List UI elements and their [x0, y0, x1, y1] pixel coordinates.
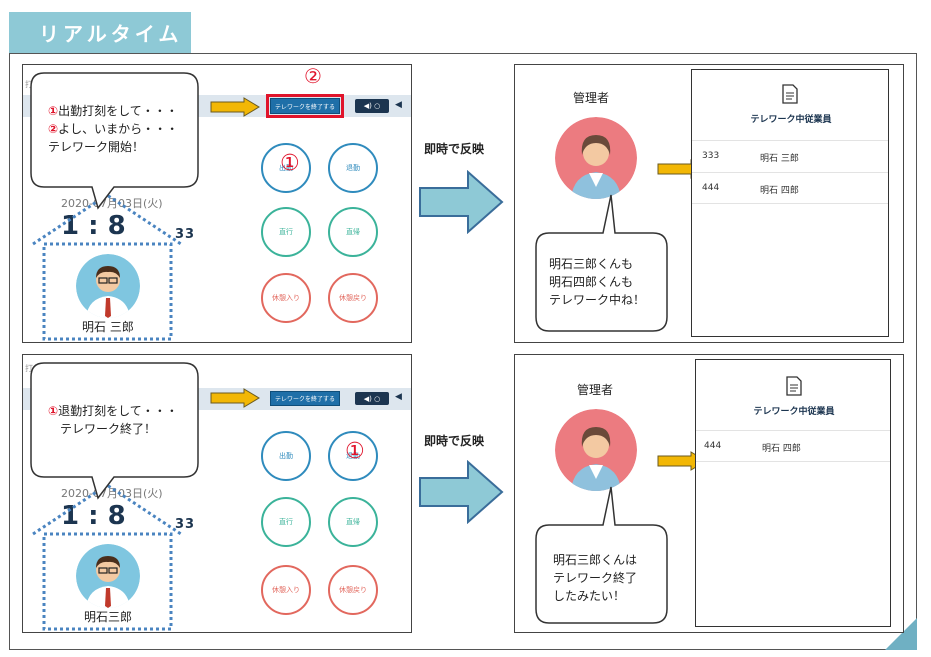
bubble-line: テレワーク終了！: [60, 422, 157, 436]
sound-toggle[interactable]: ◀) ○: [355, 99, 389, 113]
realtime-label: 即時で反映: [424, 142, 485, 156]
bubble-line: 退勤打刻をして・・・: [58, 404, 178, 418]
document-icon: [786, 376, 802, 400]
manager-bubble-tail-icon: [535, 486, 668, 624]
bubble-line: テレワーク開始！: [48, 140, 145, 154]
employee-avatar: [76, 544, 140, 608]
manager-label: 管理者: [573, 91, 610, 105]
current-date: 2020-07月03日(火): [61, 197, 163, 210]
sound-toggle[interactable]: ◀) ○: [355, 392, 389, 405]
telework-employee-list: テレワーク中従業員 333 明石 三郎 444 明石 四郎: [691, 69, 889, 337]
speaker-icon[interactable]: ◀: [395, 100, 402, 110]
speech-bubble-tail-icon: [30, 72, 199, 210]
document-icon: [782, 84, 798, 108]
step-marker-2: ②: [304, 64, 322, 88]
current-date: 2020-07月03日(火): [61, 487, 163, 500]
employee-id: 333: [702, 151, 720, 161]
realtime-label: 即時で反映: [424, 434, 485, 448]
employee-name: 明石 三郎: [760, 154, 799, 164]
bubble-step-1: ①: [48, 104, 59, 118]
page-title: リアルタイム: [9, 12, 191, 53]
list-item[interactable]: 444 明石 四郎: [696, 430, 890, 462]
break-start-button[interactable]: 休憩入り: [261, 273, 311, 323]
manager-panel-bottom: 管理者 明石三郎くんは テレワーク終了 したみたい！ テレワーク中従業員 444…: [514, 354, 904, 633]
manager-bubble-line: テレワーク終了: [553, 571, 638, 585]
bubble-step-2: ②: [48, 122, 59, 136]
yellow-arrow-icon: [210, 97, 260, 117]
direct-go-button[interactable]: 直行: [261, 497, 311, 547]
menu-label: 打: [25, 364, 33, 373]
clock-in-button[interactable]: 出勤: [261, 431, 311, 481]
employee-name: 明石 三郎: [82, 320, 134, 334]
yellow-arrow-icon: [210, 388, 260, 408]
manager-panel-top: 管理者 明石三郎くんも 明石四郎くんも テレワーク中ね！ テレワーク中従業員 3…: [514, 64, 904, 343]
clock-out-button[interactable]: 退勤: [328, 431, 378, 481]
speech-bubble-tail-icon: [30, 362, 199, 500]
manager-bubble-line: テレワーク中ね！: [549, 293, 646, 307]
list-item[interactable]: 444 明石 四郎: [692, 172, 888, 204]
current-time-seconds: 33: [175, 227, 196, 242]
menu-label: 打: [25, 80, 33, 89]
list-item[interactable]: 333 明石 三郎: [692, 140, 888, 172]
employee-name: 明石 四郎: [762, 444, 801, 454]
list-title: テレワーク中従業員: [750, 115, 832, 125]
blue-arrow-icon: [419, 170, 504, 234]
house-outline-icon: [32, 193, 182, 341]
employee-id: 444: [702, 183, 720, 193]
employee-avatar: [76, 254, 140, 318]
break-start-button[interactable]: 休憩入り: [261, 565, 311, 615]
employee-id: 444: [704, 441, 722, 451]
step-marker-1: ①: [280, 151, 300, 176]
bubble-line: 出勤打刻をして・・・: [58, 104, 178, 118]
manager-avatar: [555, 409, 637, 491]
manager-bubble-line: 明石四郎くんも: [549, 275, 634, 289]
manager-bubble-tail-icon: [535, 194, 668, 332]
direct-go-button[interactable]: 直行: [261, 207, 311, 257]
clock-out-button[interactable]: 退勤: [328, 143, 378, 193]
list-title: テレワーク中従業員: [753, 407, 835, 417]
end-telework-button[interactable]: テレワークを終了する: [270, 391, 340, 406]
clock-in-button[interactable]: 出勤: [261, 143, 311, 193]
house-outline-icon: [32, 483, 182, 631]
manager-bubble-line: したみたい！: [553, 589, 626, 603]
direct-return-button[interactable]: 直帰: [328, 497, 378, 547]
direct-return-button[interactable]: 直帰: [328, 207, 378, 257]
current-time-seconds: 33: [175, 517, 196, 532]
speaker-icon[interactable]: ◀: [395, 392, 402, 402]
blue-arrow-icon: [419, 460, 504, 524]
manager-speech: 明石三郎くんは テレワーク終了 したみたい！: [553, 551, 637, 605]
manager-label: 管理者: [577, 383, 614, 397]
manager-avatar: [555, 117, 637, 199]
content-frame: [9, 53, 917, 650]
employee-speech: ①出勤打刻をして・・・ ②よし、いまから・・・ テレワーク開始！: [48, 102, 178, 156]
current-time: 1 : 8: [61, 211, 126, 241]
current-time: 1 : 8: [61, 501, 126, 531]
break-end-button[interactable]: 休憩戻り: [328, 273, 378, 323]
employee-name: 明石 四郎: [760, 186, 799, 196]
break-end-button[interactable]: 休憩戻り: [328, 565, 378, 615]
telework-employee-list: テレワーク中従業員 444 明石 四郎: [695, 359, 891, 627]
bubble-line: よし、いまから・・・: [58, 122, 179, 136]
bubble-step-1: ①: [48, 404, 59, 418]
manager-bubble-line: 明石三郎くんも: [549, 257, 634, 271]
employee-name: 明石三郎: [84, 610, 133, 624]
end-telework-button[interactable]: テレワークを終了する: [266, 94, 344, 118]
manager-speech: 明石三郎くんも 明石四郎くんも テレワーク中ね！: [549, 255, 645, 309]
employee-speech: ①退勤打刻をして・・・ テレワーク終了！: [48, 402, 178, 438]
step-marker-1: ①: [345, 439, 365, 464]
manager-bubble-line: 明石三郎くんは: [553, 553, 638, 567]
